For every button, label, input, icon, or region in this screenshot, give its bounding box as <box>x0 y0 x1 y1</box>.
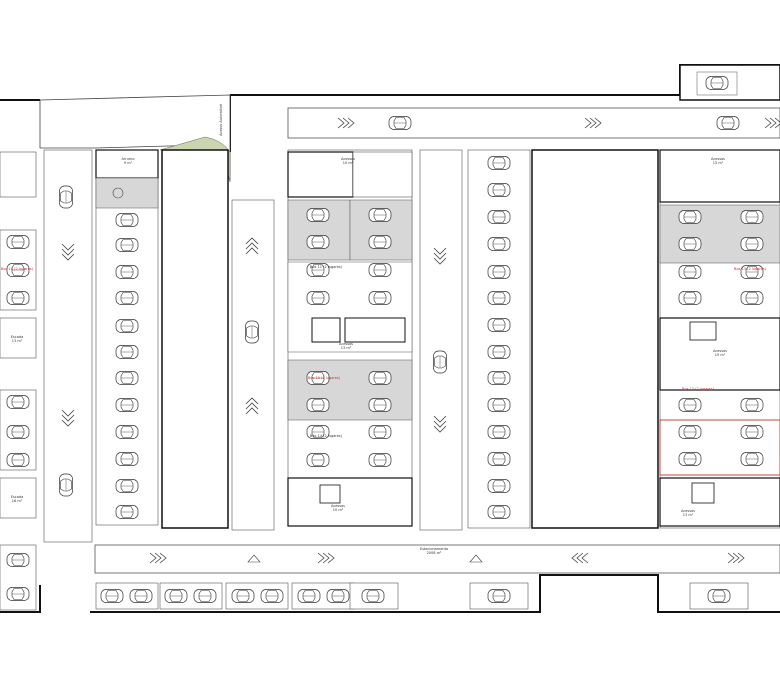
access-label-6: Acessos 13 m² <box>680 509 696 517</box>
box-label-6: Box 15 (2 lugares) <box>0 267 34 271</box>
car-icon <box>716 116 740 130</box>
stair-label-2: Escada 16 m² <box>10 495 24 503</box>
structural-core-left <box>161 149 229 529</box>
structural-core-right <box>531 149 659 529</box>
storage-label: Arrumo 9 m² <box>121 157 135 165</box>
box-label-2: Box 11 (2 lugares) <box>309 265 343 269</box>
center-west-parking <box>287 149 413 527</box>
top-drive-lane <box>287 107 780 139</box>
access-label-3: Acessos 13 m² <box>338 342 354 350</box>
access-ramp-label: Acesso Automóvel <box>219 103 224 136</box>
left-parking-column <box>95 149 159 526</box>
box-label-1: Box 10 (2 lugares) <box>307 376 341 380</box>
access-label-2: Acessos 15 m² <box>710 157 726 165</box>
second-drive-lane <box>231 199 275 531</box>
car-icon <box>705 76 729 90</box>
box-label-3: Box 14 (2 lugares) <box>309 434 343 438</box>
access-label-4: Acessos 19 m² <box>712 349 728 357</box>
top-right-bay <box>679 64 780 101</box>
parking-hall-label: Estacionamento 2008 m² <box>419 547 449 555</box>
access-label-1: Acessos 10 m² <box>340 157 356 165</box>
right-parking-zone <box>659 149 780 529</box>
box-label-5: Box 13 (2 lugares) <box>733 267 767 271</box>
third-drive-lane <box>419 149 463 531</box>
bottom-parking-cars <box>100 589 731 603</box>
car-icon <box>388 116 412 130</box>
access-ramp <box>39 94 231 183</box>
box-label-4: Box 12 (2 lugares) <box>681 387 715 391</box>
wheelchair-icon <box>112 187 124 199</box>
center-east-parking <box>467 149 531 529</box>
left-drive-lane <box>43 149 93 543</box>
access-label-5: Acessos 10 m² <box>330 504 346 512</box>
bottom-drive-lane <box>94 544 780 574</box>
left-edge-bays <box>0 151 37 611</box>
stair-label-1: Escada 13 m² <box>10 335 24 343</box>
